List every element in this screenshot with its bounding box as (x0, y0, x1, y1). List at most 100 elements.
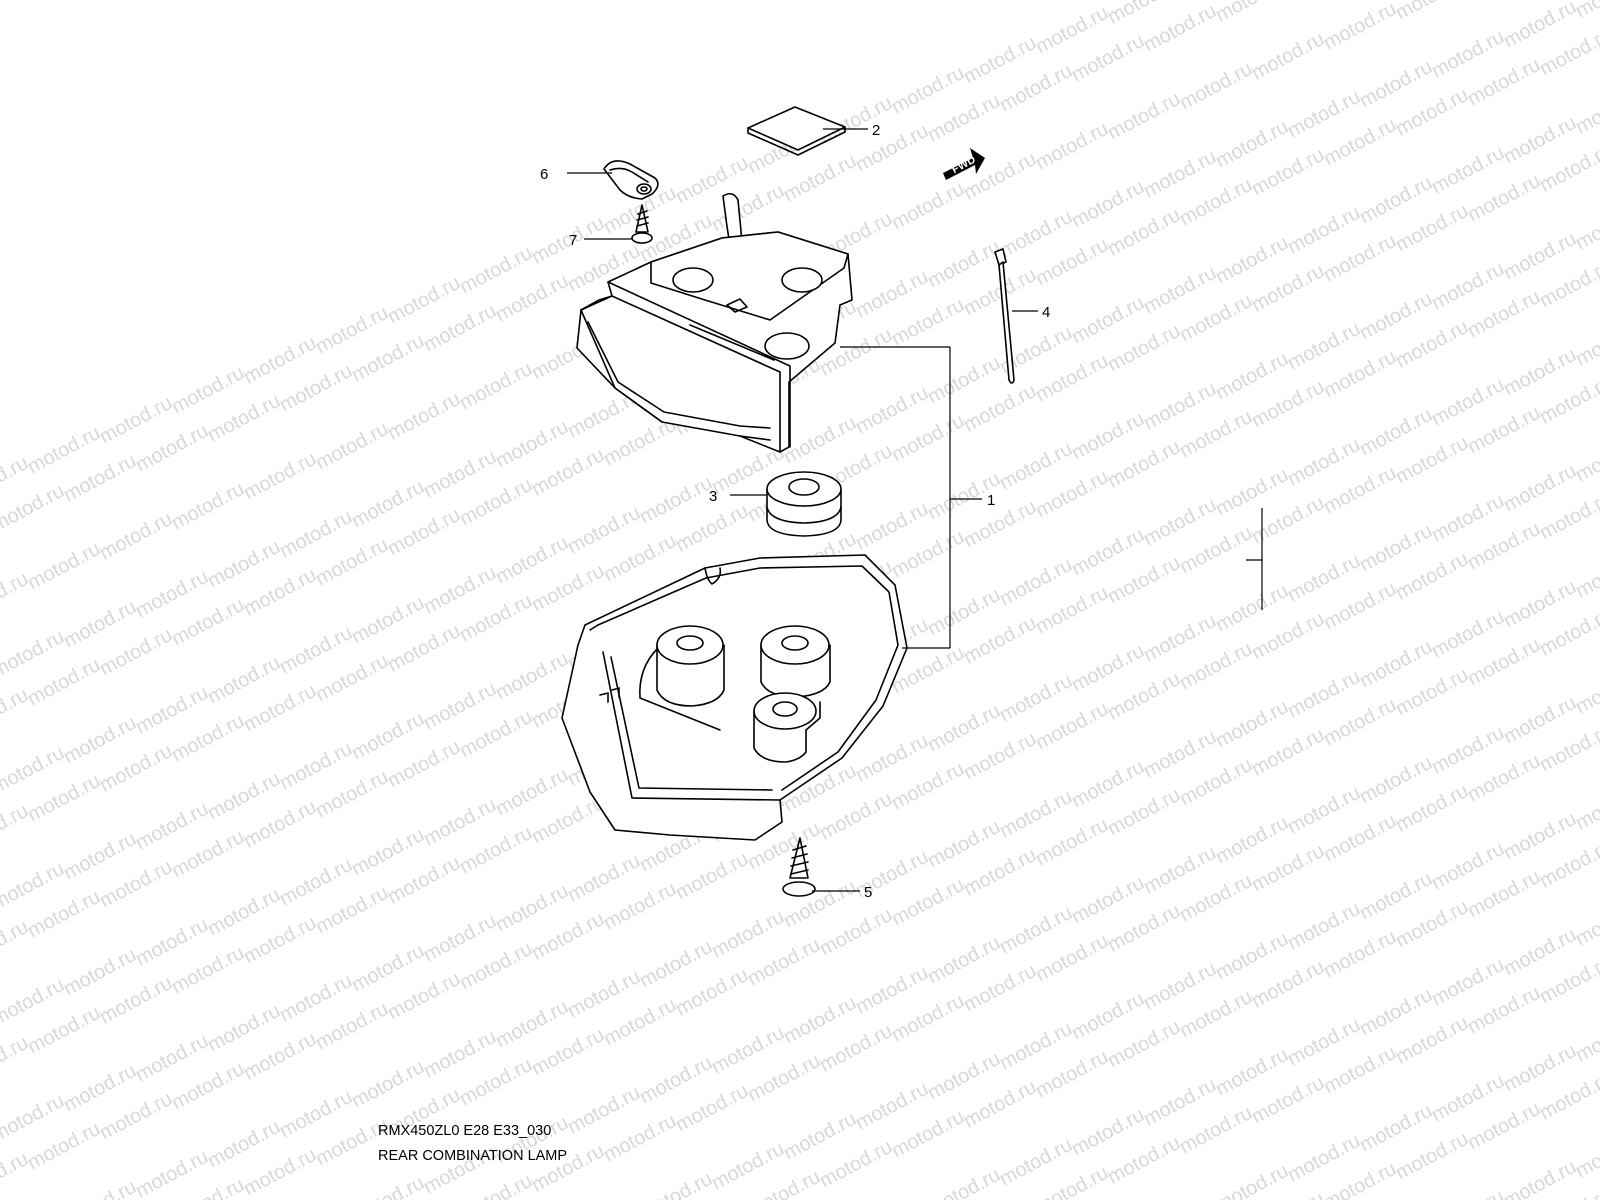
part-1-lamp-base (561, 554, 908, 841)
watermark-text: motod.ru (168, 1058, 248, 1114)
watermark-text: motod.ru (168, 594, 248, 650)
watermark-text: motod.ru (528, 560, 608, 616)
watermark-text: motod.ru (384, 504, 464, 560)
watermark-text: motod.ru (60, 450, 140, 506)
watermark-text: motod.ru (168, 710, 248, 766)
watermark-text: motod.ru (1176, 58, 1256, 114)
callout-3: 3 (709, 488, 717, 505)
watermark-text: motod.ru (1572, 0, 1600, 22)
watermark-text: motod.ru (1464, 170, 1544, 226)
watermark-text: motod.ru (312, 418, 392, 474)
watermark-text: motod.ru (1320, 114, 1400, 170)
watermark-text: motod.ru (456, 1054, 536, 1110)
watermark-text: motod.ru (1248, 492, 1328, 548)
leader-lines (567, 128, 1263, 892)
watermark-text: motod.ru (1212, 0, 1292, 26)
watermark-text: motod.ru (1032, 466, 1112, 522)
boss-front (753, 692, 821, 763)
watermark-text: motod.ru (384, 852, 464, 908)
watermark-text: motod.ru (1140, 0, 1220, 56)
watermark-text: motod.ru (1248, 608, 1328, 664)
watermark-text: motod.ru (600, 878, 680, 934)
callout-4: 4 (1042, 304, 1050, 321)
watermark-text: motod.ru (924, 90, 1004, 146)
watermark-text: motod.ru (1392, 780, 1472, 836)
watermark-text: motod.ru (1104, 900, 1184, 956)
watermark-text: motod.ru (24, 538, 104, 594)
watermark-text: motod.ru (24, 886, 104, 942)
watermark-text: motod.ru (96, 972, 176, 1028)
watermark-text: motod.ru (168, 942, 248, 998)
watermark-text: motod.ru (1068, 30, 1148, 86)
watermark-text: motod.ru (960, 728, 1040, 784)
watermark-text: motod.ru (1320, 0, 1400, 54)
watermark-text: motod.ru (816, 788, 896, 844)
watermark-text: motod.ru (1032, 698, 1112, 754)
part-3-grommet (766, 471, 842, 537)
watermark-text: motod.ru (1176, 1102, 1256, 1158)
watermark-text: motod.ru (636, 1168, 716, 1200)
watermark-text: motod.ru (1320, 346, 1400, 402)
callout-6: 6 (540, 166, 548, 183)
watermark-text: motod.ru (96, 508, 176, 564)
watermark-text: motod.ru (1320, 578, 1400, 634)
watermark-text: motod.ru (312, 998, 392, 1054)
watermark-text: motod.ru (1104, 436, 1184, 492)
watermark-text: motod.ru (1176, 754, 1256, 810)
watermark-text: motod.ru (168, 478, 248, 534)
watermark-text: motod.ru (312, 534, 392, 590)
watermark-text: motod.ru (1392, 548, 1472, 604)
watermark-text: motod.ru (348, 330, 428, 386)
watermark-text: motod.ru (384, 388, 464, 444)
watermark-text: motod.ru (1032, 118, 1112, 174)
watermark-text: motod.ru (888, 294, 968, 350)
watermark-text: motod.ru (780, 150, 860, 206)
watermark-text: motod.ru (1032, 814, 1112, 870)
part-5-screw (782, 837, 816, 897)
diagram-title: REAR COMBINATION LAMP (378, 1148, 568, 1164)
watermark-text: motod.ru (1500, 1156, 1580, 1200)
watermark-text: motod.ru (1248, 1072, 1328, 1128)
watermark-text: motod.ru (240, 1028, 320, 1084)
watermark-text: motod.ru (1464, 750, 1544, 806)
watermark-text: motod.ru (1032, 1046, 1112, 1102)
watermark-text: motod.ru (528, 1024, 608, 1080)
watermark-text: motod.ru (1104, 552, 1184, 608)
watermark-text: motod.ru (1464, 982, 1544, 1038)
watermark-text: motod.ru (960, 844, 1040, 900)
watermark-text: motod.ru (168, 826, 248, 882)
watermark-text: motod.ru (204, 390, 284, 446)
watermark-text: motod.ru (1104, 668, 1184, 724)
watermark-text: motod.ru (1392, 1012, 1472, 1068)
watermark-text: motod.ru (96, 740, 176, 796)
watermark-text: motod.ru (1212, 1160, 1292, 1200)
watermark-text: motod.ru (24, 1002, 104, 1058)
watermark-text: motod.ru (528, 908, 608, 964)
watermark-text: motod.ru (312, 766, 392, 822)
watermark-text: motod.ru (672, 1080, 752, 1136)
watermark-text: motod.ru (996, 60, 1076, 116)
watermark-text: motod.ru (24, 654, 104, 710)
watermark-text: motod.ru (96, 624, 176, 680)
watermark-text: motod.ru (1032, 234, 1112, 290)
watermark-text: motod.ru (1104, 320, 1184, 376)
part-1-lamp-housing (576, 192, 853, 453)
watermark-text: motod.ru (888, 410, 968, 466)
watermark-text: motod.ru (24, 770, 104, 826)
callout-7: 7 (569, 232, 577, 249)
watermark-text: motod.ru (1104, 1016, 1184, 1072)
watermark-text: motod.ru (1176, 522, 1256, 578)
watermark-text: motod.ru (600, 1110, 680, 1166)
part-2-pad (747, 106, 846, 156)
callout-5: 5 (864, 884, 872, 901)
boss-right (760, 625, 831, 698)
watermark-text: motod.ru (96, 856, 176, 912)
fwd-label: FWD (950, 154, 978, 176)
watermark-text: motod.ru (672, 964, 752, 1020)
watermark-text: motod.ru (816, 904, 896, 960)
watermark-text: motod.ru (60, 1176, 140, 1200)
watermark-text: motod.ru (1176, 986, 1256, 1042)
watermark-text: motod.ru (1176, 174, 1256, 230)
watermark-text: motod.ru (888, 990, 968, 1046)
watermark-text: motod.ru (384, 968, 464, 1024)
